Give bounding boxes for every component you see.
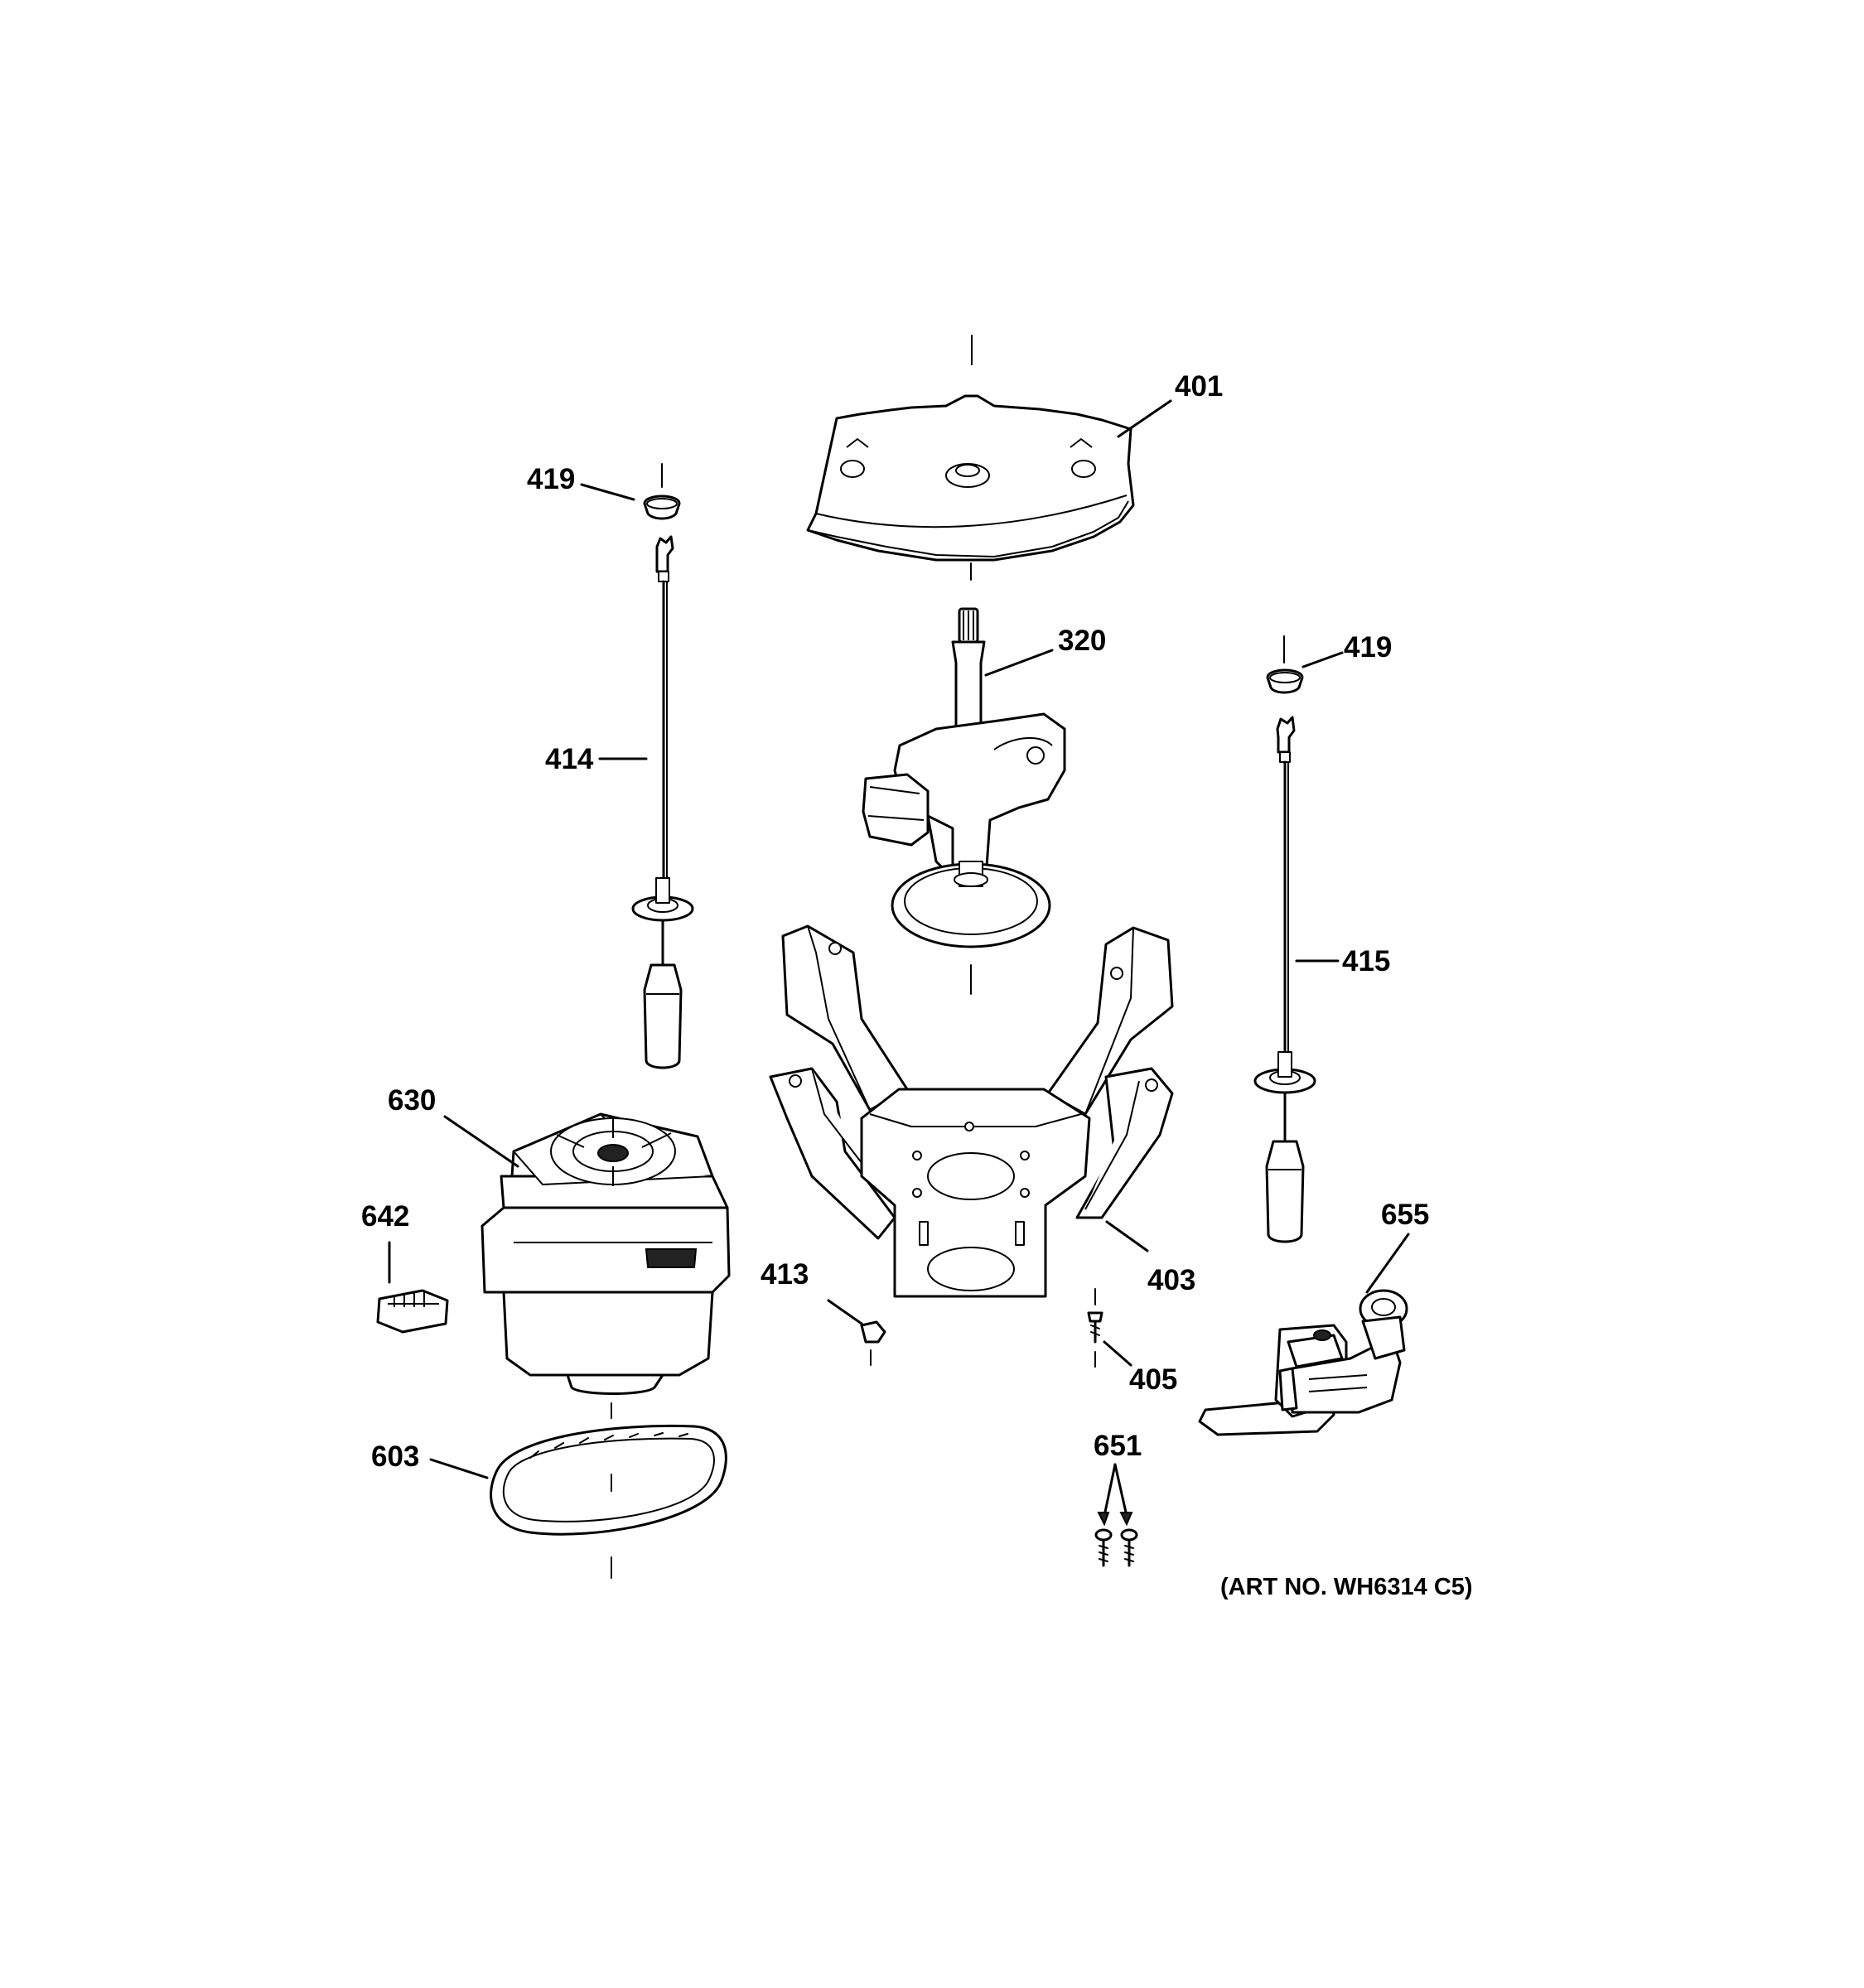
leader-403 — [1105, 1220, 1149, 1252]
callout-603: 603 — [371, 1440, 419, 1473]
callout-419-right: 419 — [1344, 631, 1392, 663]
part-603-belt — [490, 1402, 727, 1579]
part-403-mounting-bracket — [769, 924, 1174, 1298]
leader-320 — [984, 649, 1054, 677]
leader-405 — [1103, 1340, 1132, 1367]
part-642-connector — [376, 1289, 449, 1334]
leader-655 — [1365, 1233, 1410, 1294]
callout-642: 642 — [361, 1200, 409, 1233]
part-415-suspension-rod — [1253, 716, 1316, 1243]
part-419-right-cap — [1266, 635, 1304, 694]
part-405-screw — [1087, 1288, 1103, 1368]
callout-415: 415 — [1342, 945, 1390, 977]
callout-419-left: 419 — [527, 463, 575, 495]
callout-405: 405 — [1129, 1363, 1177, 1396]
part-413-nut — [860, 1320, 886, 1366]
leader-630 — [443, 1115, 519, 1168]
callout-651: 651 — [1094, 1430, 1142, 1462]
part-320-transmission — [862, 607, 1066, 995]
callout-655: 655 — [1381, 1199, 1429, 1231]
leader-401 — [1117, 399, 1172, 438]
callout-320: 320 — [1058, 625, 1106, 657]
callout-401: 401 — [1175, 370, 1223, 403]
leader-651 — [1097, 1463, 1133, 1527]
callout-413: 413 — [761, 1258, 809, 1291]
callout-403: 403 — [1147, 1264, 1195, 1296]
leader-413 — [827, 1299, 863, 1325]
part-401-cover — [806, 335, 1135, 581]
callout-414: 414 — [545, 743, 594, 775]
part-414-suspension-rod — [631, 535, 694, 1069]
part-630-motor — [480, 1112, 731, 1395]
leader-419-left — [580, 483, 635, 501]
part-651-screws — [1094, 1528, 1138, 1567]
part-419-left-cap — [643, 463, 681, 520]
part-655-pump — [1198, 1289, 1408, 1436]
leader-603 — [429, 1458, 489, 1479]
art-number: (ART NO. WH6314 C5) — [1220, 1574, 1473, 1600]
leader-419-right — [1301, 651, 1344, 668]
callout-630: 630 — [388, 1084, 436, 1117]
